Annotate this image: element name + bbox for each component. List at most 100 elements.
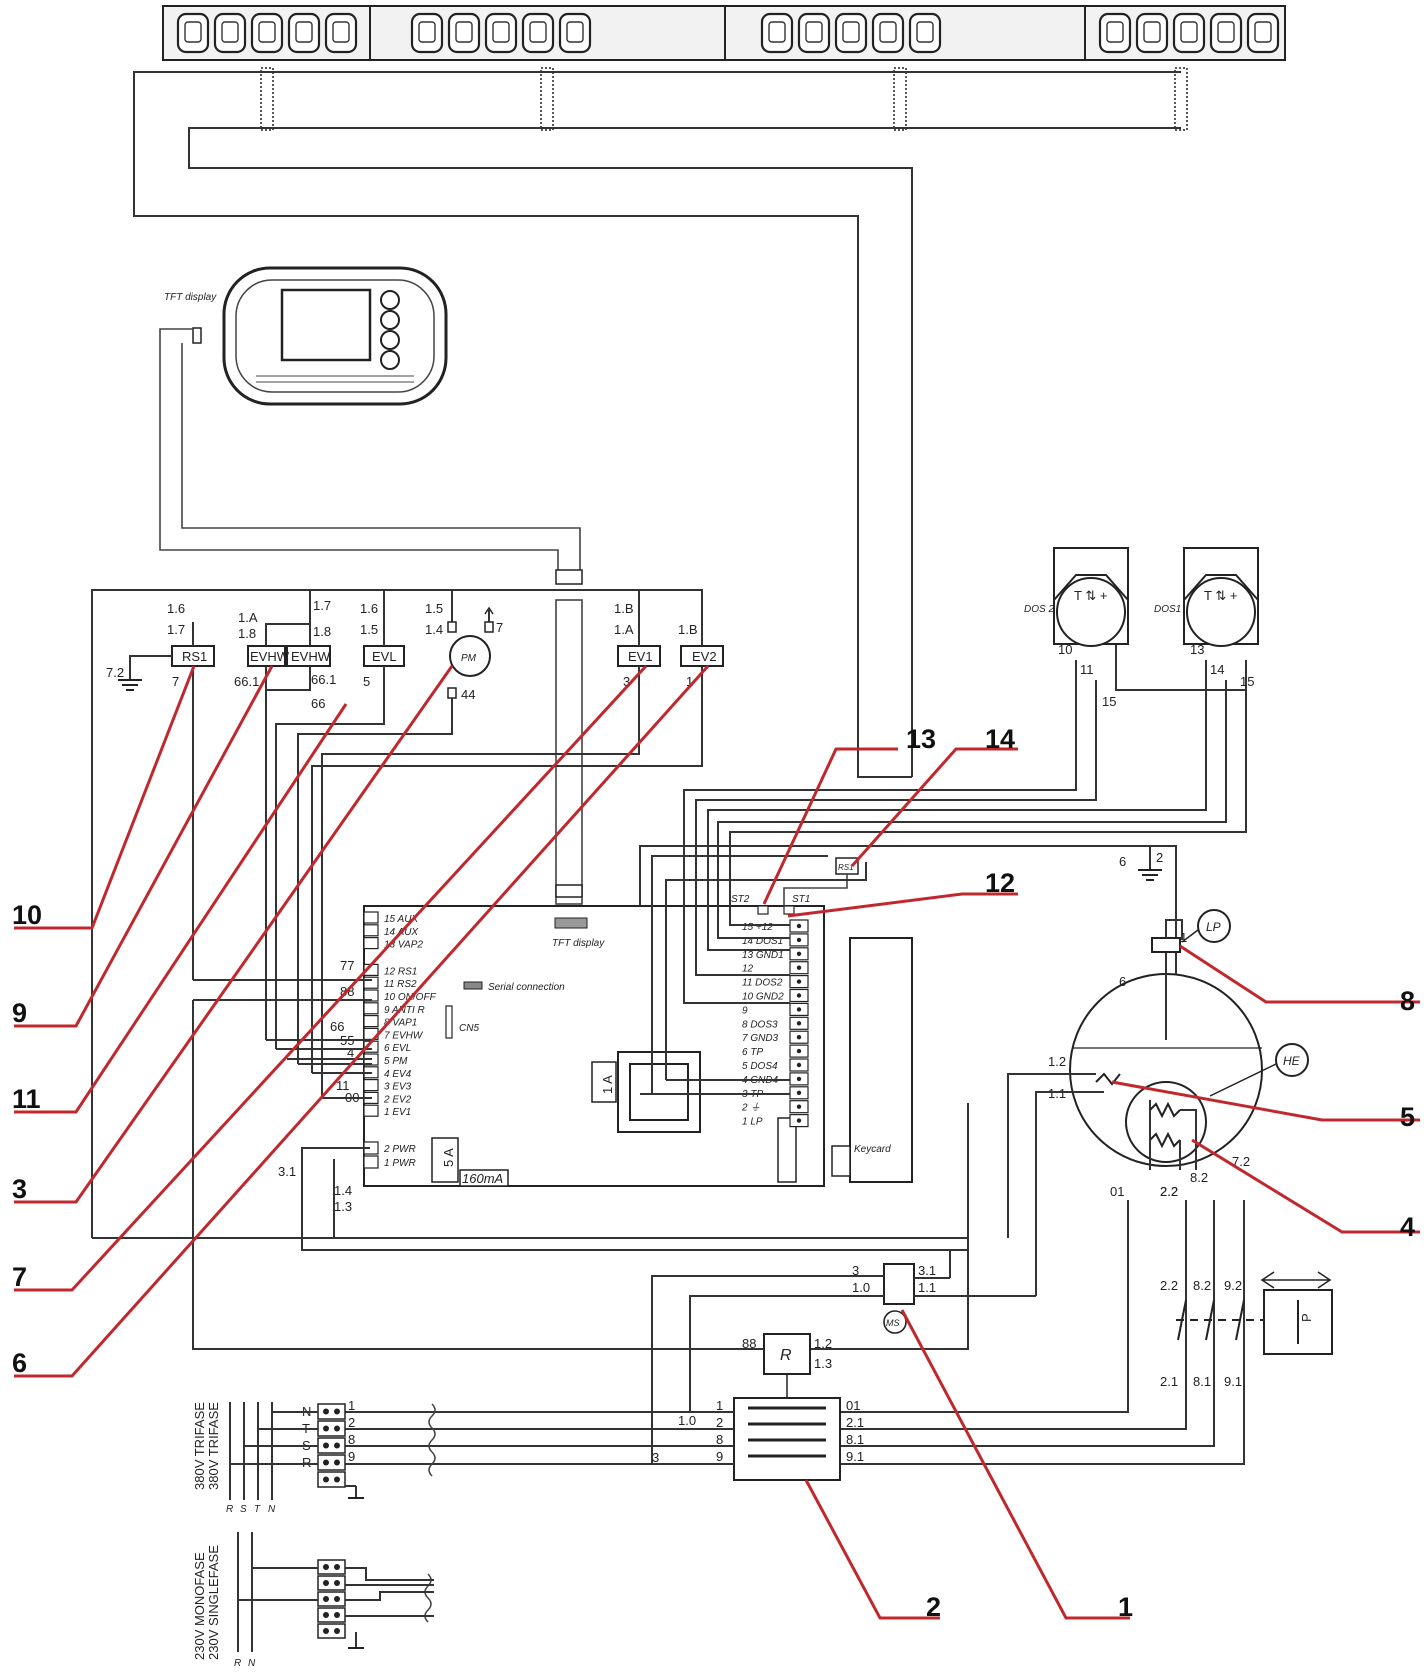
single-phase-terminal (317, 1623, 346, 1639)
relay (748, 1333, 811, 1460)
svg-text:9.1: 9.1 (1224, 1374, 1242, 1389)
svg-text:66: 66 (311, 696, 325, 711)
svg-text:ST2: ST2 (731, 894, 750, 905)
board-left-wiring (193, 979, 969, 1251)
svg-text:1.7: 1.7 (313, 598, 331, 613)
svg-text:1.4: 1.4 (425, 622, 443, 637)
terminal-pin-dot (796, 923, 802, 929)
svg-text:230V MONOFASE: 230V MONOFASE (192, 1552, 207, 1660)
terminal-pin-dot (796, 993, 802, 998)
svg-text:2.1: 2.1 (1160, 1374, 1178, 1389)
terminal-label: 11 DOS2 (742, 978, 783, 989)
terminal-screw-icon (323, 1564, 329, 1570)
svg-text:1.6: 1.6 (360, 601, 378, 616)
ev1-valve: EV1 (321, 590, 661, 1098)
key-symbol-icon (492, 21, 510, 43)
rs1: RS1 (118, 622, 215, 980)
keypad-button-icon (484, 12, 518, 54)
keypad-button-icon (797, 12, 831, 54)
svg-text:1.5: 1.5 (425, 601, 443, 616)
mains-terminal (317, 1471, 346, 1488)
svg-text:5: 5 (363, 674, 370, 689)
svg-text:1.6: 1.6 (167, 601, 185, 616)
svg-text:EVHW: EVHW (250, 649, 290, 664)
terminal-pin (363, 936, 379, 950)
callout-leaders (14, 664, 1420, 1620)
terminal-pin (363, 911, 379, 924)
single-phase-terminal (317, 1591, 346, 1607)
key-symbol-icon (916, 21, 934, 43)
boiler (1069, 909, 1309, 1170)
terminal-screw-icon (323, 1628, 329, 1634)
ev2-valve: EV2 (680, 590, 724, 667)
keypad-button-icon (521, 12, 555, 54)
terminal-label: 1 PWR (384, 1158, 416, 1169)
svg-text:01: 01 (1110, 1184, 1124, 1199)
svg-text:88: 88 (742, 1336, 756, 1351)
terminal-screw-icon (323, 1425, 329, 1432)
svg-text:N: N (248, 1658, 256, 1669)
contactor (733, 1397, 841, 1481)
evl-valve: EVL (275, 590, 405, 1049)
terminal-pin (363, 1155, 379, 1169)
svg-text:1.A: 1.A (238, 610, 258, 625)
main-switch (651, 1250, 1036, 1464)
svg-text:66.1: 66.1 (311, 672, 336, 687)
key-symbol-icon (258, 21, 276, 43)
terminal-label: 2 EV2 (383, 1094, 412, 1105)
svg-text:S: S (240, 1504, 247, 1515)
keypad-button-icon (1098, 12, 1132, 54)
key-symbol-icon (566, 21, 584, 43)
svg-text:MS: MS (886, 1318, 900, 1328)
callout-7: 7 (12, 1262, 27, 1292)
svg-text:EV1: EV1 (628, 649, 653, 664)
svg-text:1.B: 1.B (614, 601, 634, 616)
callout-5: 5 (1400, 1102, 1415, 1132)
terminal-screw-icon (334, 1612, 340, 1618)
keypad-button-icon (558, 12, 592, 54)
svg-text:ST1: ST1 (792, 894, 810, 905)
svg-text:2.2: 2.2 (1160, 1184, 1178, 1199)
svg-text:3.1: 3.1 (918, 1263, 936, 1278)
mains-terminal (317, 1454, 346, 1471)
keypad-button-icon (447, 12, 481, 54)
terminal-screw-icon (334, 1580, 340, 1586)
terminal-pin (363, 976, 379, 989)
evhw-valves: EVHW EVHW (247, 590, 331, 1040)
callout-10: 10 (12, 900, 42, 930)
svg-text:15: 15 (1240, 674, 1254, 689)
terminal-pin-dot (796, 1021, 802, 1026)
svg-text:P: P (1299, 1313, 1314, 1322)
svg-text:1: 1 (348, 1398, 355, 1413)
callout-9: 9 (12, 998, 27, 1028)
keypad-button-icon (1135, 12, 1169, 54)
terminal-pin-dot (796, 951, 802, 956)
terminal-pin (363, 1104, 379, 1117)
callout-4: 4 (1400, 1212, 1415, 1242)
keypad-button-icon (213, 12, 247, 54)
terminal-label: 4 EV4 (384, 1069, 412, 1080)
terminal-label: 1 EV1 (384, 1107, 411, 1118)
terminal-pin-dot (796, 1104, 802, 1109)
svg-text:66.1: 66.1 (234, 674, 259, 689)
terminal-label: 2 ⏚ (741, 1103, 760, 1114)
terminal-screw-icon (334, 1442, 340, 1449)
terminal-pin (363, 1078, 379, 1092)
key-symbol-icon (842, 21, 860, 43)
terminal-screw-icon (334, 1425, 340, 1432)
svg-text:N: N (268, 1504, 276, 1515)
keypad-button-icon (1209, 12, 1243, 54)
key-symbol-icon (1180, 21, 1198, 43)
doser-1: T ⇅ + (1183, 547, 1259, 647)
mains-terminal (317, 1420, 346, 1437)
svg-text:4: 4 (347, 1045, 354, 1060)
terminal-screw-icon (323, 1580, 329, 1586)
svg-text:1.2: 1.2 (814, 1336, 832, 1351)
terminal-label: 3 EV3 (384, 1082, 412, 1093)
callout-11: 11 (12, 1084, 41, 1114)
pump-motor: PM (297, 590, 494, 1064)
terminal-screw-icon (323, 1442, 329, 1449)
key-symbol-icon (1217, 21, 1235, 43)
svg-text:1: 1 (686, 674, 693, 689)
terminal-pin (363, 1002, 379, 1015)
